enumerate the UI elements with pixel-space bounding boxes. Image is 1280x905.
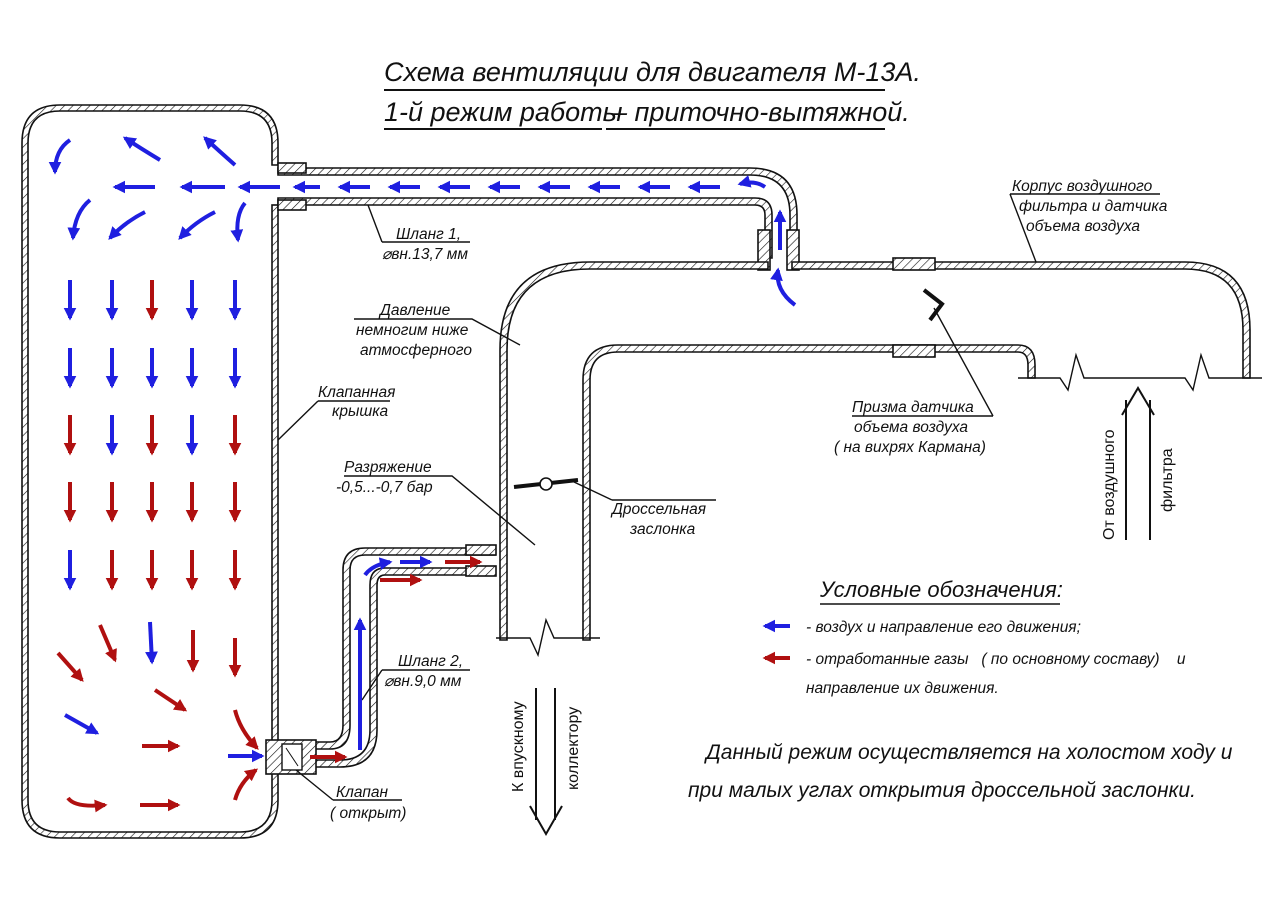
title-line-2b: – приточно-вытяжной. xyxy=(611,97,910,127)
pcv-valve xyxy=(265,739,317,775)
exhaust-flow-arrow-icon xyxy=(56,651,84,682)
callout-line: фильтра и датчика xyxy=(1019,198,1168,215)
throttle-valve xyxy=(513,477,579,491)
exhaust-flow-arrow-icon xyxy=(233,768,259,801)
from-filter-label: фильтра xyxy=(1159,448,1176,512)
callout-line: крышка xyxy=(332,403,389,420)
exhaust-flow-arrow-icon xyxy=(66,796,108,813)
air-flow-arrow-icon xyxy=(122,136,162,162)
mode-note: Данный режим осуществляется на холостом … xyxy=(688,741,1233,802)
air-flow-arrow-icon xyxy=(108,210,146,240)
callout-filter-housing: Корпус воздушного фильтра и датчика объе… xyxy=(1012,178,1168,235)
exhaust-flow-arrow-icon xyxy=(153,688,188,712)
from-filter-label: От воздушного xyxy=(1101,429,1118,540)
air-flow-arrow-icon xyxy=(770,267,797,307)
callout-line: ⌀вн.9,0 мм xyxy=(384,673,462,690)
callout-line: заслонка xyxy=(629,521,696,538)
callout-leaders xyxy=(277,193,1160,801)
callout-line: Разряжение xyxy=(344,459,432,476)
callout-line: Шланг 2, xyxy=(398,653,463,670)
title-line-1: Схема вентиляции для двигателя М-13А. xyxy=(384,57,921,87)
callout-line: ( открыт) xyxy=(330,805,406,822)
callout-line: Клапан xyxy=(336,784,388,801)
callout-valve-cover: Клапанная крышка xyxy=(318,384,395,420)
air-flow-arrow-icon xyxy=(737,175,767,189)
callout-throttle: Дроссельная заслонка xyxy=(610,501,706,538)
callout-pressure: Давление немногим ниже атмосферного xyxy=(356,302,472,359)
callout-line: атмосферного xyxy=(360,342,472,359)
callout-line: объема воздуха xyxy=(854,419,968,436)
flow-arrows xyxy=(48,136,797,813)
to-intake-label: коллектору xyxy=(565,707,582,790)
to-intake-label: К впускному xyxy=(510,701,527,792)
air-flow-arrow-icon xyxy=(64,713,100,735)
callout-line: -0,5...-0,7 бар xyxy=(336,479,433,496)
callout-vacuum: Разряжение -0,5...-0,7 бар xyxy=(336,459,433,496)
callout-line: немногим ниже xyxy=(356,322,469,339)
legend-item-exhaust: - отработанные газы ( по основному соста… xyxy=(806,651,1186,668)
air-flow-arrow-icon xyxy=(48,138,72,175)
callout-line: ⌀вн.13,7 мм xyxy=(382,246,468,263)
callout-sensor-prism: Призма датчика объема воздуха ( на вихря… xyxy=(834,399,986,456)
legend-item-exhaust-cont: направление их движения. xyxy=(806,680,999,697)
callout-line: Призма датчика xyxy=(852,399,974,416)
air-flow-arrow-icon xyxy=(145,621,158,665)
from-filter-arrow: От воздушного фильтра xyxy=(1101,386,1176,540)
callout-hose-2: Шланг 2, ⌀вн.9,0 мм xyxy=(384,653,463,690)
exhaust-flow-arrow-icon xyxy=(98,624,117,663)
title-block: Схема вентиляции для двигателя М-13А. 1-… xyxy=(384,57,921,130)
legend-title: Условные обозначения: xyxy=(819,577,1063,602)
callout-line: Клапанная xyxy=(318,384,395,401)
note-line-1: Данный режим осуществляется на холостом … xyxy=(704,741,1233,764)
callout-valve: Клапан ( открыт) xyxy=(330,784,406,822)
callout-hose-1: Шланг 1, ⌀вн.13,7 мм xyxy=(382,226,468,263)
note-line-2: при малых углах открытия дроссельной зас… xyxy=(688,779,1196,802)
air-filter-housing xyxy=(496,257,1262,658)
air-flow-arrow-icon xyxy=(67,198,92,241)
callout-line: Шланг 1, xyxy=(396,226,461,243)
callout-line: Корпус воздушного xyxy=(1012,178,1153,195)
air-flow-arrow-icon xyxy=(203,136,237,167)
air-flow-arrow-icon xyxy=(363,557,393,577)
air-flow-arrow-icon xyxy=(230,201,247,243)
air-flow-arrow-icon xyxy=(178,210,216,240)
legend-item-air: - воздух и направление его движения; xyxy=(806,619,1081,636)
callout-line: объема воздуха xyxy=(1026,218,1140,235)
callout-line: Дроссельная xyxy=(610,501,706,518)
to-intake-arrow: К впускному коллектору xyxy=(510,688,582,837)
title-line-2a: 1-й режим работы xyxy=(384,97,623,127)
hose-1 xyxy=(277,162,800,271)
callout-line: Давление xyxy=(378,302,451,319)
exhaust-flow-arrow-icon xyxy=(233,709,259,750)
callout-line: ( на вихрях Кармана) xyxy=(834,439,986,456)
legend: Условные обозначения: - воздух и направл… xyxy=(762,577,1186,697)
sensor-prism-icon xyxy=(922,288,945,322)
